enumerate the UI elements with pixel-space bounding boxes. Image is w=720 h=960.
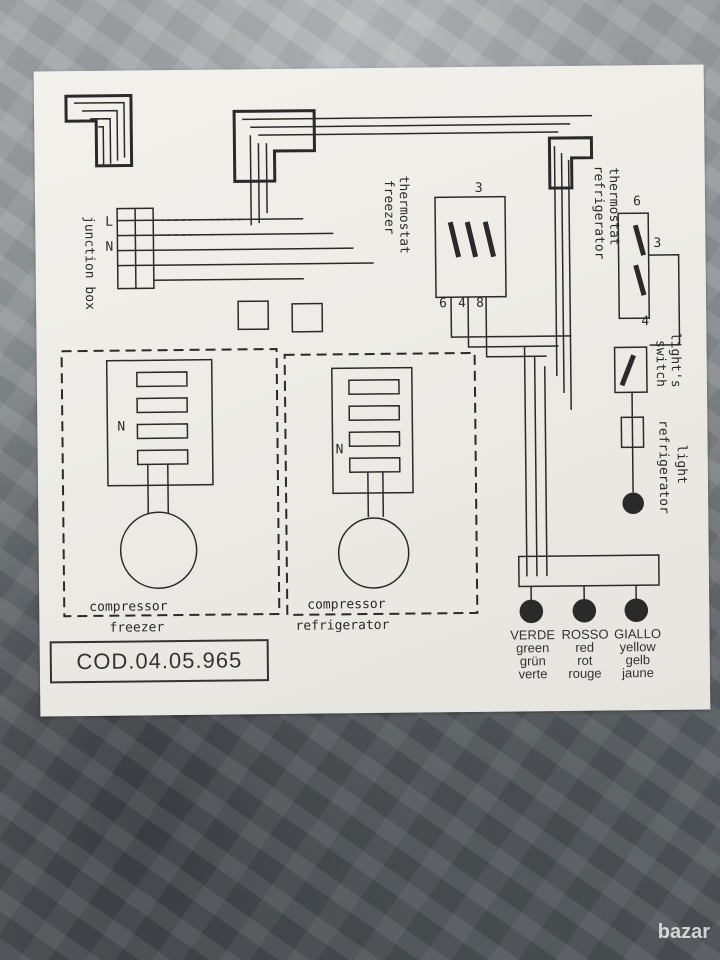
compressor-refrigerator-label: compressor (307, 597, 386, 613)
compressor-refrigerator-panel (283, 351, 479, 616)
terminal-3r: 3 (653, 236, 661, 251)
junction-letter-l: L (105, 215, 113, 230)
light-switch-label2: switch (652, 340, 667, 387)
terminal-n-freezer: N (117, 420, 125, 435)
junction-box-label: junction box (81, 216, 97, 310)
compressor-refrigerator-label2: refrigerator (295, 618, 389, 634)
junction-letter-n: N (105, 240, 113, 255)
wiring-diagram-sticker: junction box L N thermostat freezer 3 6 … (33, 64, 711, 717)
compressor-freezer-label: compressor (89, 599, 168, 615)
lamp-red-icon (572, 599, 597, 623)
thermostat-refrigerator-label: thermostat (606, 167, 622, 245)
lamp-yellow-icon (624, 598, 649, 622)
thermostat-refrigerator-label2: refrigerator (591, 166, 607, 260)
terminal-n-refrigerator: N (336, 442, 344, 457)
light-switch-label: light's (667, 333, 683, 388)
cable-entry-left (64, 93, 134, 168)
watermark-logo: bazar (657, 921, 710, 943)
terminal-4r: 4 (641, 314, 649, 329)
terminal-4: 4 (458, 296, 466, 311)
lamp-fr: jaune (621, 665, 654, 681)
lamp-green-icon (519, 599, 544, 624)
terminal-6: 6 (439, 296, 447, 311)
thermostat-freezer-switch (434, 195, 572, 358)
lamp-fr: verte (518, 666, 548, 682)
part-code: COD.04.05.965 (49, 639, 270, 684)
fuse-refrigerator (291, 302, 324, 333)
light-refrigerator-label: light (674, 445, 689, 484)
cable-entry-middle (232, 109, 593, 226)
thermostat-refrigerator-switch (617, 212, 681, 346)
light-bulb-icon (622, 492, 644, 515)
terminal-3: 3 (475, 181, 483, 196)
wiring-diagram: junction box L N thermostat freezer 3 6 … (60, 93, 689, 636)
terminal-8: 8 (476, 296, 484, 311)
fuse-freezer (237, 300, 270, 331)
terminal-6r: 6 (633, 194, 641, 209)
compressor-freezer-panel (60, 347, 281, 618)
cable-entry-right (547, 136, 594, 410)
lamp-fr: rouge (568, 665, 602, 681)
light-switch (613, 346, 648, 394)
thermostat-freezer-label: thermostat (396, 176, 412, 254)
compressor-freezer-label2: freezer (109, 620, 164, 636)
junction-box (116, 207, 374, 290)
thermostat-freezer-label2: freezer (381, 180, 397, 235)
light-fuse (620, 416, 645, 449)
light-refrigerator-label2: refrigerator (655, 420, 671, 514)
